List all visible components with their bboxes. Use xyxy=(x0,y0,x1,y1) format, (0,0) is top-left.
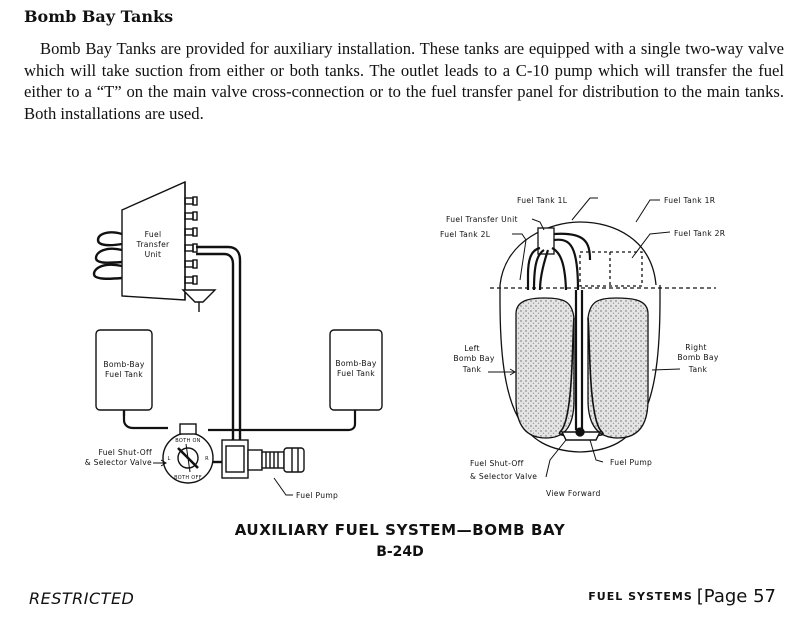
right-valve-label-2: & Selector Valve xyxy=(470,472,537,481)
fuel-tank-2r-label: Fuel Tank 2R xyxy=(674,229,726,238)
right-diagram xyxy=(488,197,716,478)
view-forward-label: View Forward xyxy=(546,489,601,498)
page-footer: FUEL SYSTEMS[Page 57 xyxy=(588,586,776,607)
wing-tank-outline xyxy=(499,221,657,286)
valve-marking-r: R xyxy=(205,456,209,462)
transfer-unit-label-3: Unit xyxy=(145,250,162,259)
fuel-tank-1l-label: Fuel Tank 1L xyxy=(517,196,568,205)
right-tank-label-1: Bomb-Bay xyxy=(335,359,377,368)
figure-caption: AUXILIARY FUEL SYSTEM—BOMB BAY xyxy=(234,521,566,539)
right-valve-label-1: Fuel Shut-Off xyxy=(470,459,524,468)
right-transfer-unit-label: Fuel Transfer Unit xyxy=(446,215,518,224)
fuel-tank-2l-label: Fuel Tank 2L xyxy=(440,230,491,239)
left-bay-tank-shape xyxy=(515,297,575,439)
left-bay-label-2: Bomb Bay xyxy=(453,354,494,363)
fuel-pump xyxy=(221,439,305,479)
pump-label: Fuel Pump xyxy=(296,491,338,500)
valve-label-2: & Selector Valve xyxy=(85,458,152,467)
right-bay-label-2: Bomb Bay xyxy=(677,353,718,362)
valve-marking-l: L xyxy=(167,456,170,462)
right-transfer-unit xyxy=(537,227,555,255)
transfer-unit-label-2: Transfer xyxy=(136,240,171,249)
page-number: [Page 57 xyxy=(696,586,776,607)
valve-label-1: Fuel Shut-Off xyxy=(98,448,152,457)
footer-section-name: FUEL SYSTEMS xyxy=(588,590,693,603)
left-diagram xyxy=(92,180,383,496)
right-tank-label-2: Fuel Tank xyxy=(337,369,375,378)
right-pump-label: Fuel Pump xyxy=(610,458,652,467)
left-tank-label-1: Bomb-Bay xyxy=(103,360,145,369)
right-bay-label-3: Tank xyxy=(688,365,708,374)
figure-subcaption: B-24D xyxy=(376,544,424,560)
left-bay-label-1: Left xyxy=(464,344,480,353)
classification-label: RESTRICTED xyxy=(29,589,135,608)
left-tank-label-2: Fuel Tank xyxy=(105,370,143,379)
right-bay-label-1: Right xyxy=(685,343,707,352)
transfer-unit-label-1: Fuel xyxy=(145,230,162,239)
transfer-unit-outlets xyxy=(184,196,198,285)
fuel-tank-1r-label: Fuel Tank 1R xyxy=(664,196,716,205)
valve-marking-both-on: BOTH ON xyxy=(175,438,200,444)
section-heading: Bomb Bay Tanks xyxy=(24,7,174,26)
left-bay-label-3: Tank xyxy=(462,365,482,374)
body-paragraph: Bomb Bay Tanks are provided for auxiliar… xyxy=(24,39,784,123)
valve-marking-both-off: BOTH OFF xyxy=(174,475,202,481)
right-bay-tank-shape xyxy=(587,297,649,439)
